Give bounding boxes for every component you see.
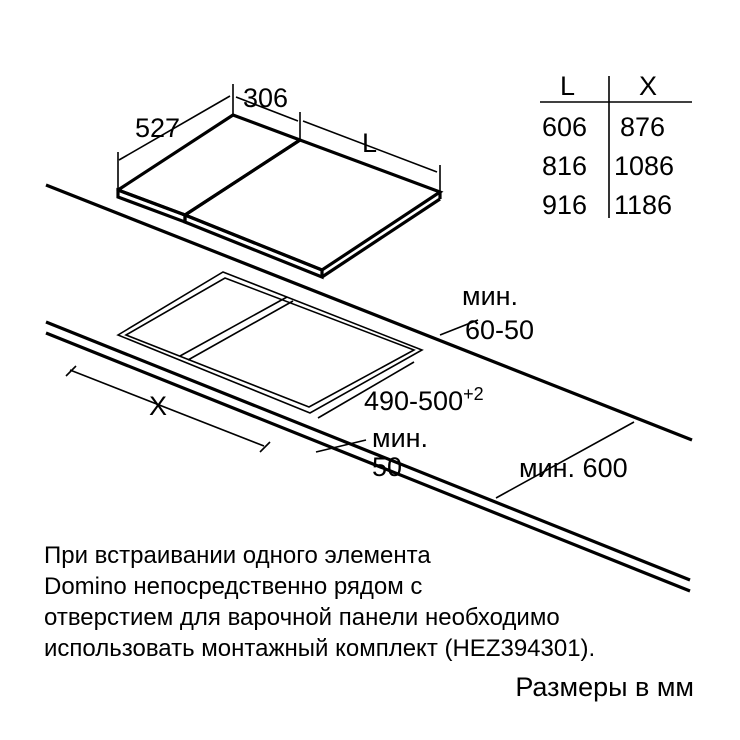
note-line: отверстием для варочной панели необходим… [44, 604, 560, 631]
size-table: L X 606 876 816 1086 916 1186 [540, 71, 692, 220]
worktop-front-edge-top [45, 320, 691, 582]
hob-unit [181, 138, 444, 272]
dim-60-50-line [439, 319, 479, 336]
table-cell: 606 [542, 112, 587, 142]
table-cell: 816 [542, 151, 587, 181]
cutout-divider-1 [179, 296, 288, 357]
units-caption: Размеры в мм [515, 672, 694, 702]
dim-306-line [235, 96, 299, 122]
dim-527-label: 527 [135, 113, 180, 143]
dim-x-label: X [149, 391, 167, 421]
dim-527-line [118, 95, 231, 161]
dim-600-line [495, 421, 635, 499]
dim-l-line [302, 120, 438, 173]
dim-x-tick-left [65, 365, 77, 377]
dim-490-label: 490-500+2 [364, 384, 484, 416]
dim-60-50-label-top: мин. [462, 281, 518, 311]
note-line: При встраивании одного элемента [44, 542, 431, 569]
worktop-back-edge [45, 183, 693, 442]
dim-60-50-label-bottom: 60-50 [465, 315, 534, 345]
dim-490-line [317, 361, 415, 419]
note-line: Domino непосредственно рядом с [44, 573, 423, 600]
dim-50-label-top: мин. [372, 423, 428, 453]
cutout-outline [116, 271, 424, 414]
table-cell: 1186 [614, 190, 672, 220]
table-header-x: X [639, 71, 657, 101]
dim-x-line [69, 369, 265, 447]
dim-50-line [315, 439, 367, 453]
installation-note: При встраивании одного элемента Domino н… [44, 540, 724, 664]
note-line: использовать монтажный комплект (HEZ3943… [44, 635, 596, 662]
table-cell: 1086 [614, 151, 674, 181]
appliance-drawing: 527 306 L [116, 83, 444, 280]
dim-600-label: мин. 600 [519, 453, 628, 483]
dim-l-label: L [362, 128, 377, 158]
dim-50-label-bottom: 50 [372, 452, 402, 482]
worktop-front-edge-bottom [45, 331, 691, 593]
cutout-inner [124, 277, 416, 408]
table-header-l: L [560, 71, 575, 101]
table-cell: 876 [620, 112, 665, 142]
hob-right-edge-bottom [321, 197, 441, 279]
table-cell: 916 [542, 190, 587, 220]
cutout-divider-2 [187, 300, 294, 361]
dim-x-tick-right [259, 441, 271, 453]
dim-306-label: 306 [243, 83, 288, 113]
worktop-drawing: X 490-500+2 мин. 60-50 мин. 50 мин. 600 [45, 183, 693, 593]
